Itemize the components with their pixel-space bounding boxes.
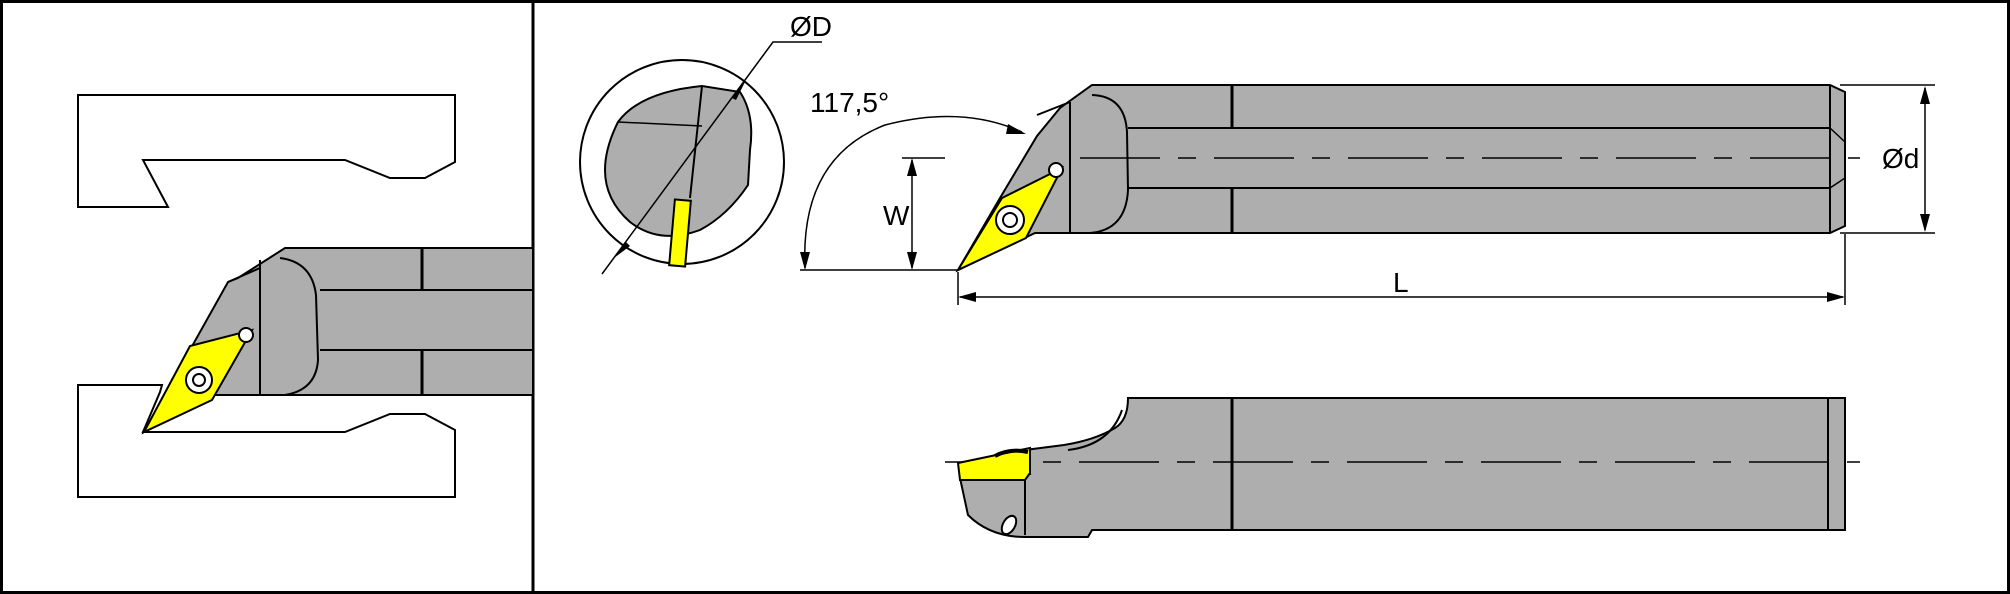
- top-insert-screw-torx: [1002, 212, 1018, 228]
- offset-label: W: [883, 200, 910, 231]
- insert-screw-torx: [192, 373, 206, 387]
- angle-arc: [803, 115, 1023, 269]
- length-label: L: [1393, 267, 1409, 298]
- bore-diameter-arrow-upper: [732, 80, 746, 100]
- bar-diameter-arrow-top: [1920, 86, 1930, 104]
- offset-arrow-top: [907, 158, 917, 176]
- side-coolant-hole: [1000, 514, 1018, 536]
- bar-head-contour: [1089, 94, 1130, 234]
- bar-section-inner-line: [617, 121, 703, 127]
- angle-arrow-end: [1006, 124, 1026, 134]
- bar-chamfer: [1829, 127, 1846, 189]
- bar-body-side: [958, 397, 1846, 538]
- length-arrow-right: [1827, 292, 1845, 302]
- insert-screw: [185, 366, 213, 394]
- application-view: [77, 94, 534, 498]
- bar-diameter-label: Ød: [1882, 143, 1919, 174]
- workpiece-upper-wall: [77, 94, 456, 208]
- holder-head-contour: [279, 257, 320, 396]
- holder-clearance-line: [227, 267, 261, 283]
- side-head-curve: [1067, 409, 1123, 451]
- angle-arrow-start: [800, 252, 810, 270]
- bore-diameter-arrow-lower: [614, 242, 630, 258]
- top-insert-screw: [995, 205, 1025, 235]
- side-view: [945, 397, 1860, 538]
- section-insert: [668, 198, 692, 268]
- bar-clearance-line: [1036, 101, 1071, 116]
- bore-diameter-leader: [601, 41, 822, 275]
- bore-section-view: ØD: [579, 11, 832, 275]
- bar-body-top: [955, 84, 1846, 273]
- workpiece-lower-wall: [77, 384, 456, 498]
- bore-diameter-label: ØD: [790, 11, 832, 42]
- side-screw-head: [994, 448, 1029, 458]
- clamp-pin: [238, 327, 254, 343]
- side-insert: [956, 446, 1031, 481]
- bar-diameter-arrow-bottom: [1920, 214, 1930, 232]
- offset-arrow-bottom: [907, 252, 917, 270]
- angle-label: 117,5°: [810, 87, 889, 118]
- bar-section-flat: [689, 85, 703, 199]
- top-clamp-pin: [1048, 162, 1064, 178]
- length-arrow-left: [958, 292, 976, 302]
- top-view: Ød W L 117,5°: [800, 84, 1935, 305]
